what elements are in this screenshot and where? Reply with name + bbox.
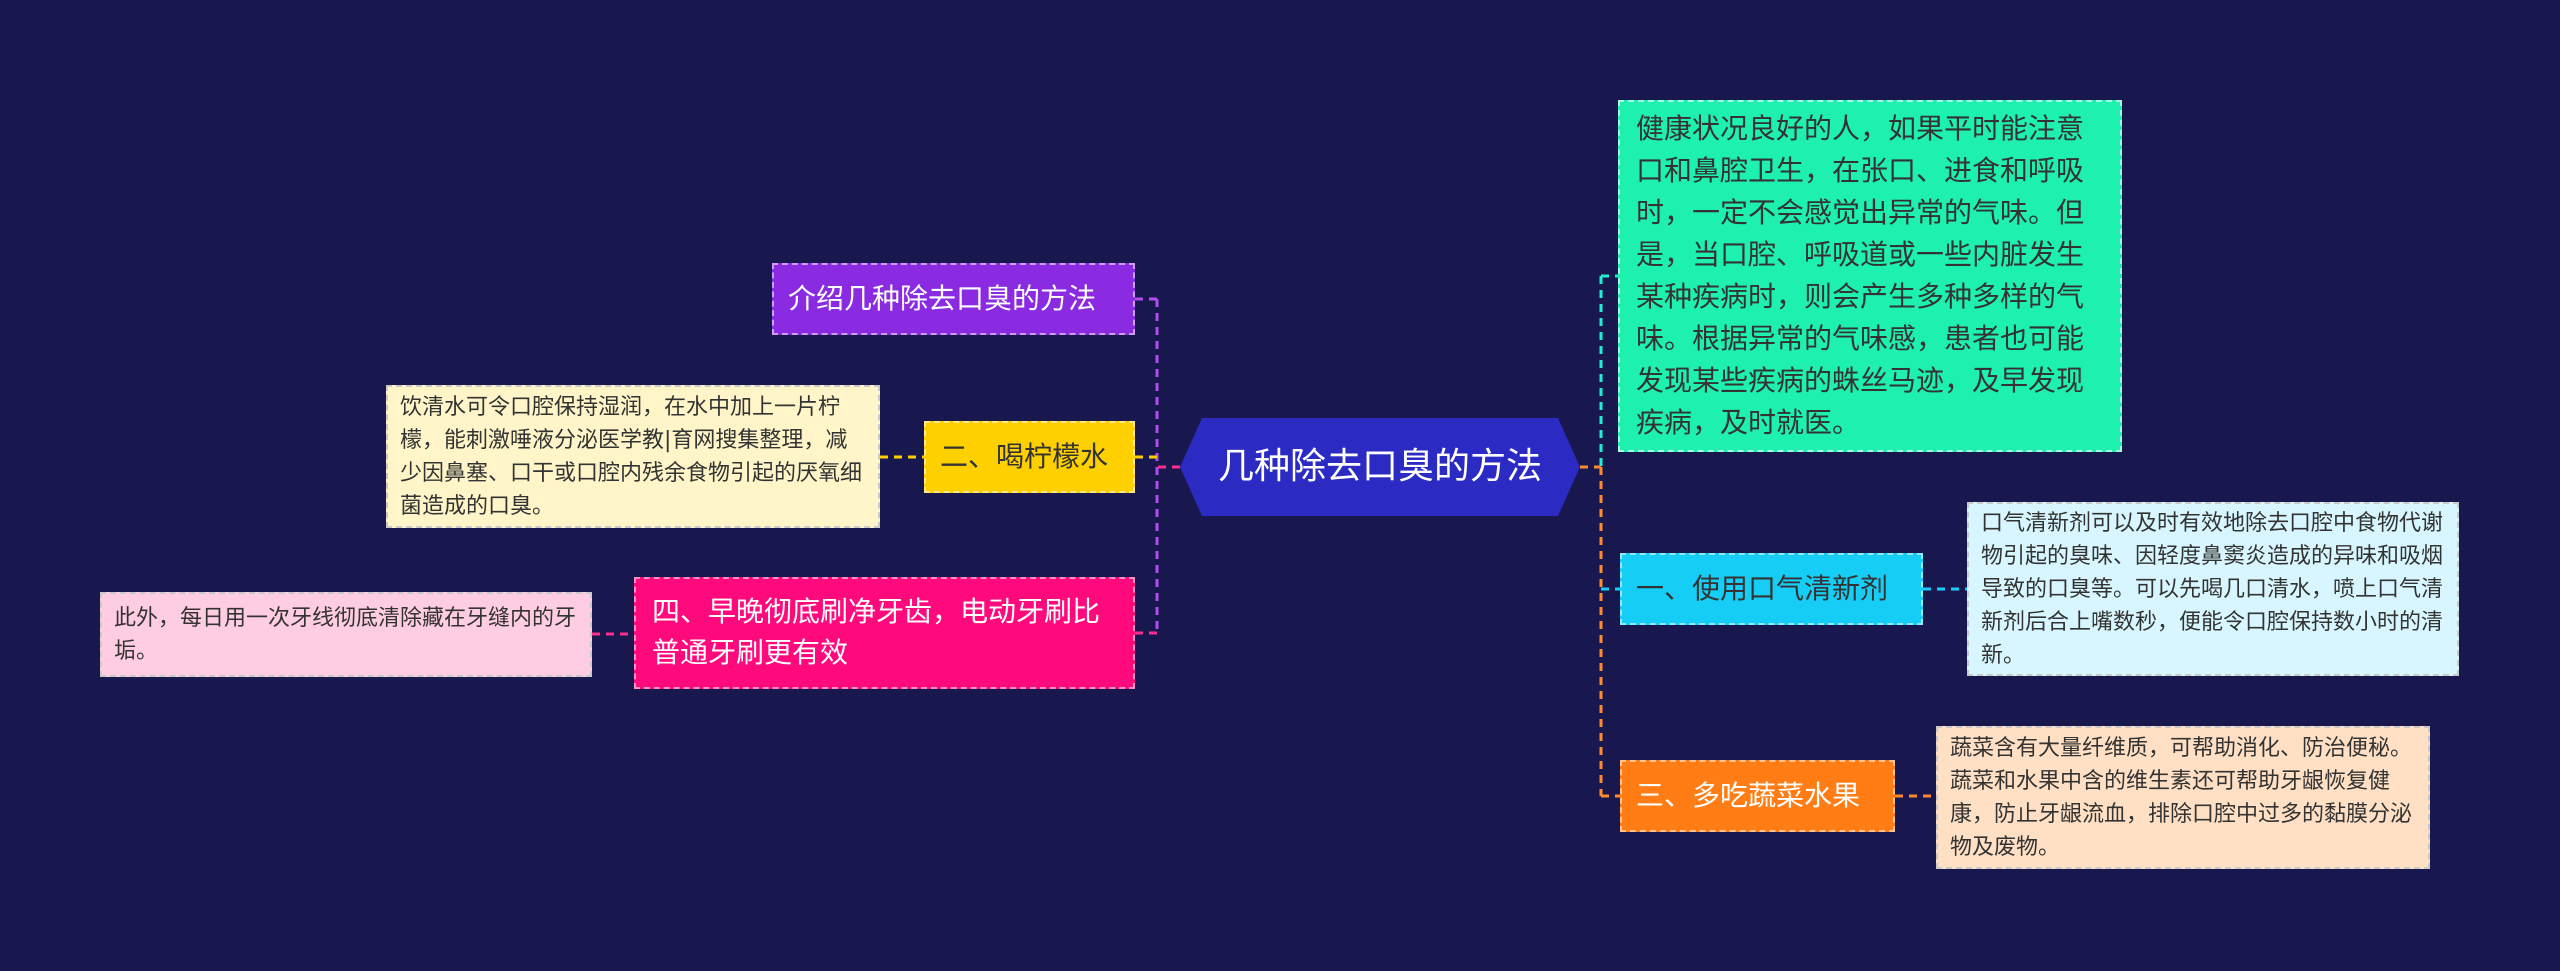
branch-brush-teeth[interactable]: 四、早晚彻底刷净牙齿，电动牙刷比普通牙刷更有效 <box>634 577 1135 689</box>
branch-intro-label: 介绍几种除去口臭的方法 <box>788 281 1097 315</box>
branch-vegetables-fruit[interactable]: 三、多吃蔬菜水果 <box>1620 760 1895 832</box>
leaf-vegetables-detail[interactable]: 蔬菜含有大量纤维质，可帮助消化、防治便秘。蔬菜和水果中含的维生素还可帮助牙龈恢复… <box>1936 726 2430 869</box>
leaf-veg-text: 蔬菜含有大量纤维质，可帮助消化、防治便秘。蔬菜和水果中含的维生素还可帮助牙龈恢复… <box>1950 735 2413 860</box>
branch-spray-label: 一、使用口气清新剂 <box>1636 571 1889 605</box>
branch-breath-spray[interactable]: 一、使用口气清新剂 <box>1620 553 1923 625</box>
branch-veg-label: 三、多吃蔬菜水果 <box>1636 778 1861 812</box>
branch-lemon-label: 二、喝柠檬水 <box>940 439 1109 473</box>
leaf-spray-detail[interactable]: 口气清新剂可以及时有效地除去口腔中食物代谢物引起的臭味、因轻度鼻窦炎造成的异味和… <box>1967 502 2459 676</box>
leaf-brush-text: 此外，每日用一次牙线彻底清除藏在牙缝内的牙垢。 <box>114 605 577 664</box>
branch-lemon-water[interactable]: 二、喝柠檬水 <box>924 421 1135 493</box>
leaf-lemon-water-detail[interactable]: 饮清水可令口腔保持湿润，在水中加上一片柠檬，能刺激唾液分泌医学教|育网搜集整理，… <box>386 385 880 528</box>
root-node[interactable]: 几种除去口臭的方法 <box>1180 418 1580 516</box>
leaf-spray-text: 口气清新剂可以及时有效地除去口腔中食物代谢物引起的臭味、因轻度鼻窦炎造成的异味和… <box>1981 510 2444 668</box>
branch-health-text: 健康状况良好的人，如果平时能注意口和鼻腔卫生，在张口、进食和呼吸时，一定不会感觉… <box>1636 112 2085 439</box>
leaf-brush-detail[interactable]: 此外，每日用一次牙线彻底清除藏在牙缝内的牙垢。 <box>100 592 592 677</box>
branch-health-note[interactable]: 健康状况良好的人，如果平时能注意口和鼻腔卫生，在张口、进食和呼吸时，一定不会感觉… <box>1618 100 2122 452</box>
leaf-lemon-text: 饮清水可令口腔保持湿润，在水中加上一片柠檬，能刺激唾液分泌医学教|育网搜集整理，… <box>400 394 863 519</box>
root-label: 几种除去口臭的方法 <box>1217 445 1542 487</box>
branch-brush-label: 四、早晚彻底刷净牙齿，电动牙刷比普通牙刷更有效 <box>652 595 1101 669</box>
branch-intro[interactable]: 介绍几种除去口臭的方法 <box>772 263 1135 335</box>
